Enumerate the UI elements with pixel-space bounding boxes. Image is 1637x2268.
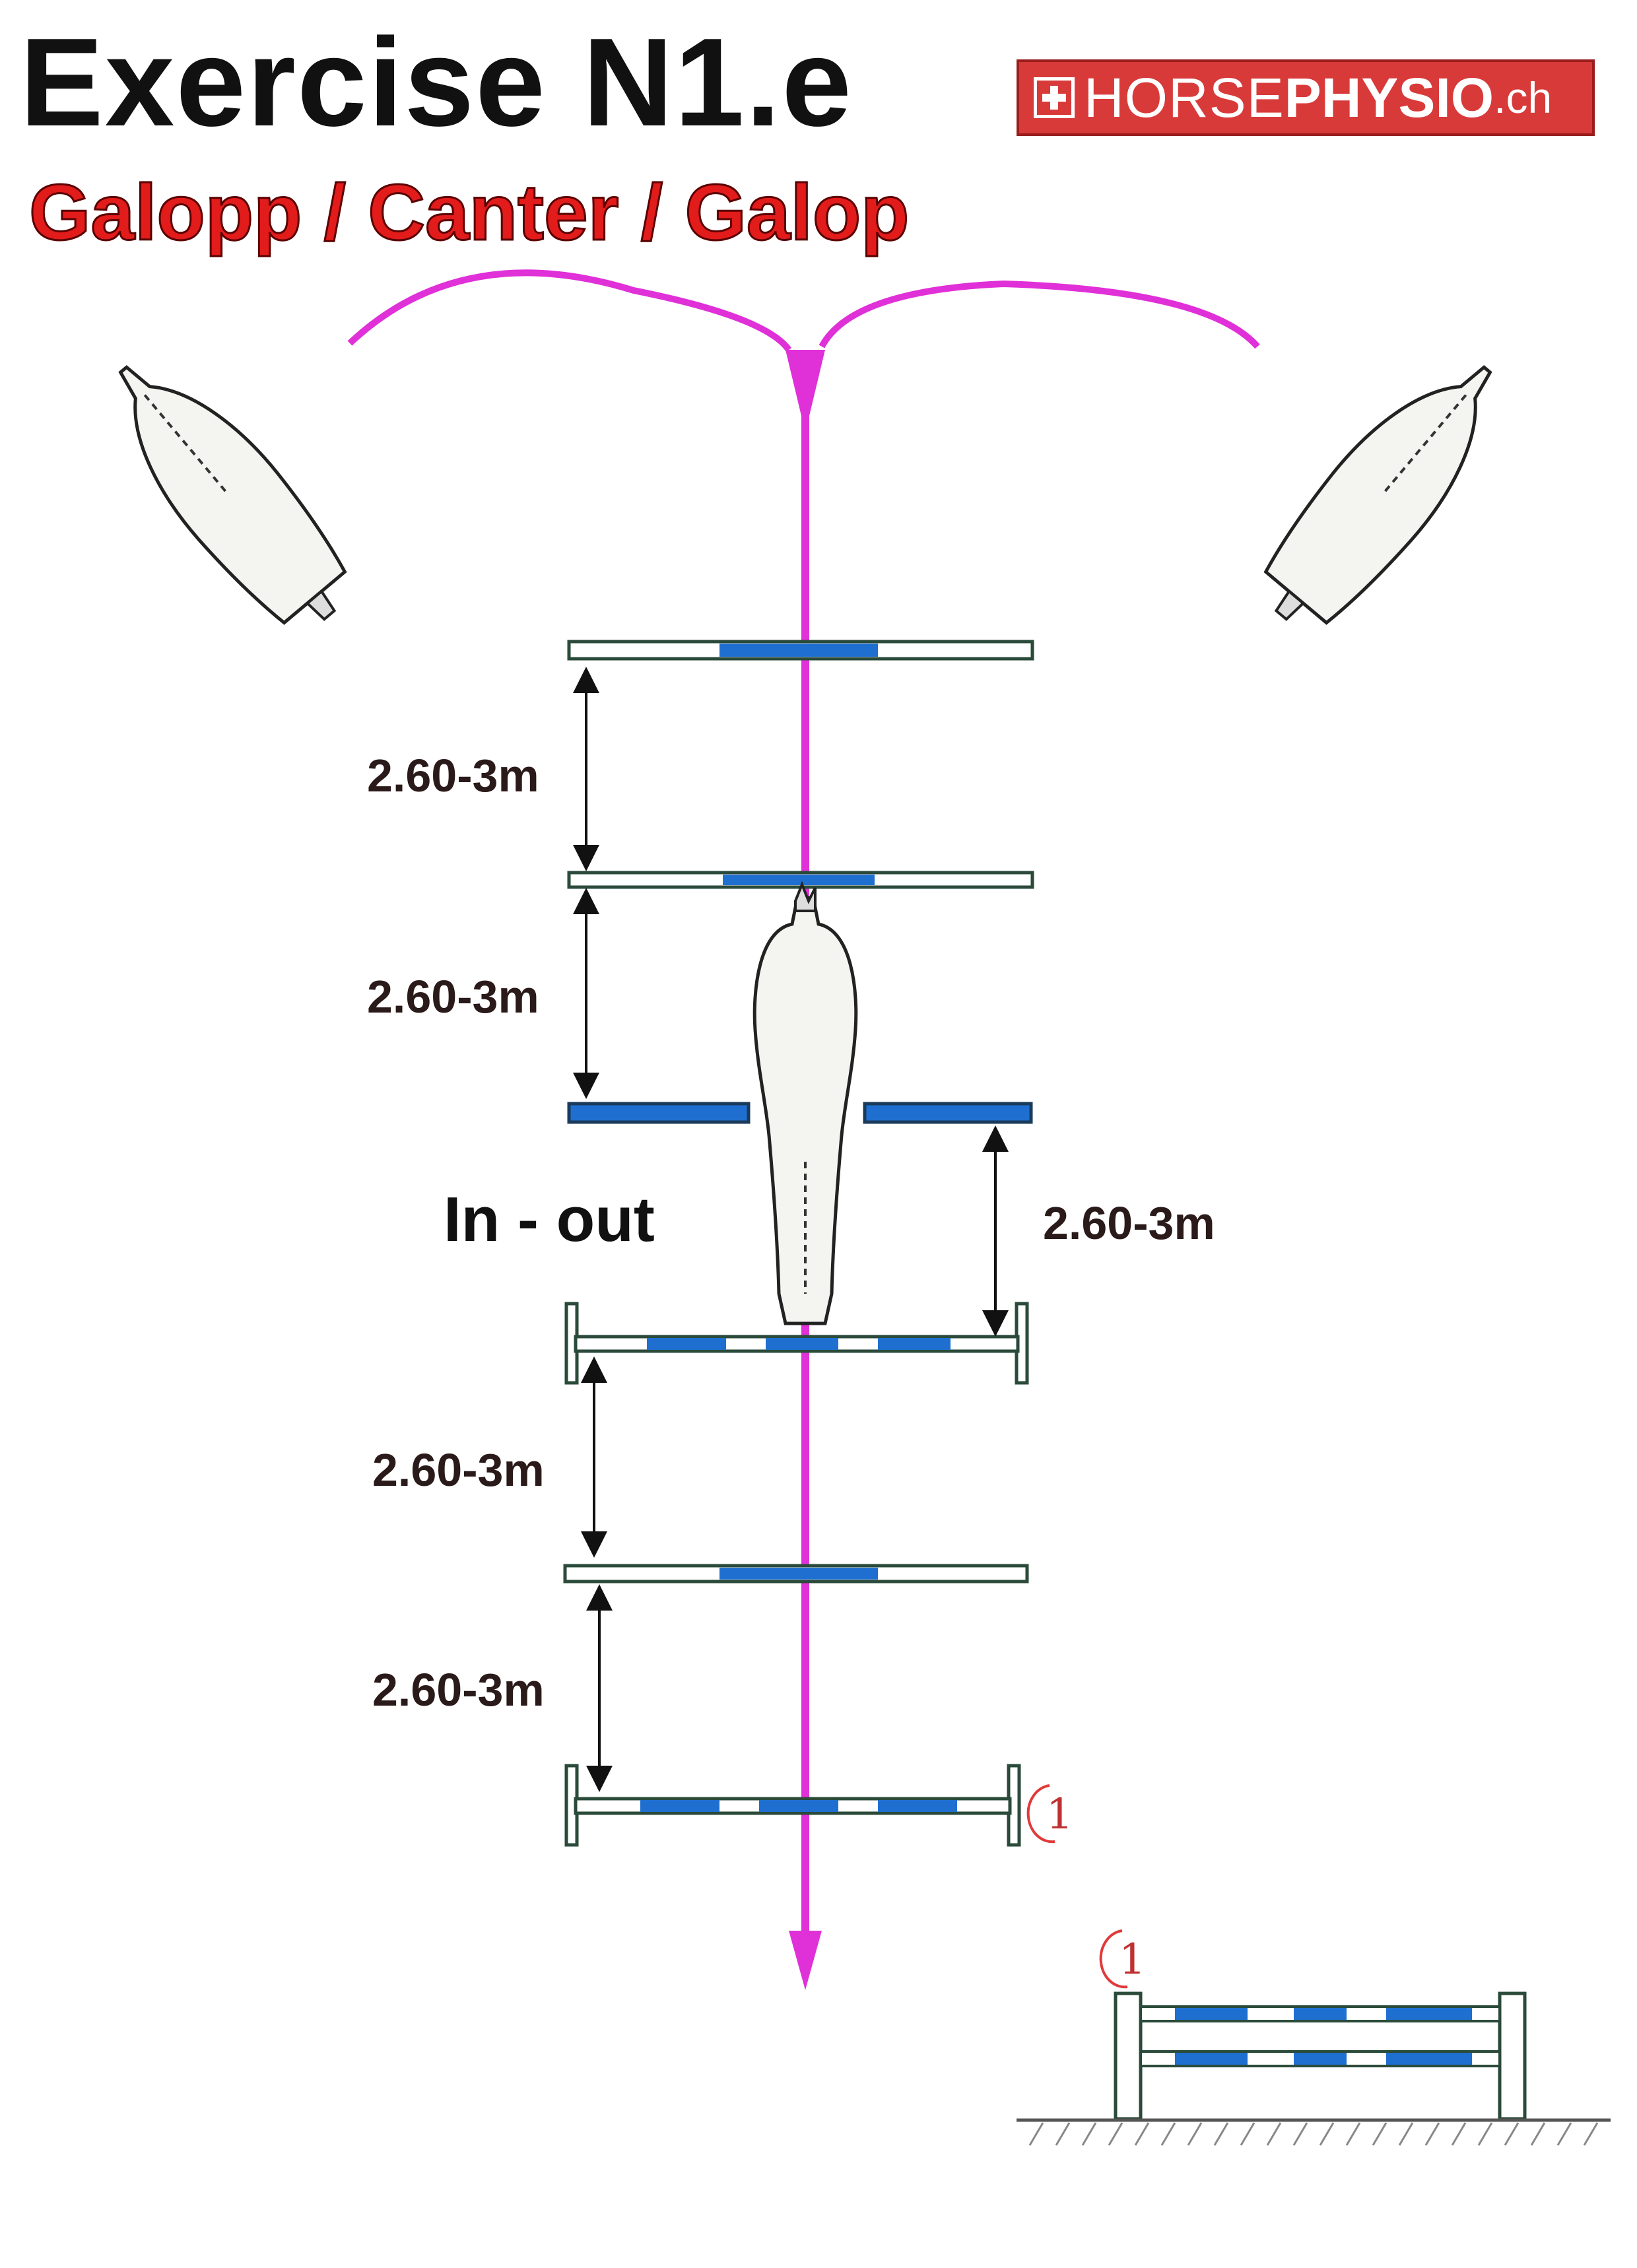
distance-label-2: 2.60-3m <box>367 971 539 1022</box>
logo-word-physio: PHYSIO <box>1284 66 1494 129</box>
distance-label-3: 2.60-3m <box>1043 1197 1215 1249</box>
jump-number-text-1: 1 <box>1046 1790 1073 1839</box>
jump-number-marker-2: 1 <box>1099 1929 1146 1989</box>
distance-label-1: 2.60-3m <box>367 750 539 801</box>
page-title: Exercise N1.e <box>20 13 853 152</box>
horse-top-right-icon <box>1263 365 1492 625</box>
ground-pole-3-blue <box>567 1102 1033 1124</box>
ground-pole-1 <box>567 640 1034 661</box>
logo-word-horse: HORSE <box>1084 66 1285 129</box>
path-arrow-top <box>785 350 825 432</box>
distance-label-4: 2.60-3m <box>372 1444 545 1496</box>
jump-number-text-2: 1 <box>1119 1935 1146 1984</box>
distance-label-5: 2.60-3m <box>372 1664 545 1716</box>
cross-pole-6 <box>564 1764 1021 1847</box>
ground-pole-2 <box>567 871 1034 889</box>
ground-pole-5 <box>563 1564 1029 1584</box>
approach-curve-right <box>818 280 1260 349</box>
logo-word-ch: .ch <box>1494 73 1553 122</box>
side-view-jump <box>1017 1991 1611 2146</box>
horse-centre-icon <box>752 881 858 1325</box>
in-out-label: In - out <box>444 1184 655 1255</box>
horsephysio-logo: HORSE PHYSIO .ch <box>1017 59 1595 136</box>
distance-arrows <box>573 667 1009 1792</box>
horse-top-left-icon <box>118 365 347 625</box>
jump-number-marker-1: 1 <box>1026 1784 1073 1844</box>
path-arrow-bottom <box>789 1931 822 1990</box>
approach-curve-left <box>347 269 792 352</box>
swiss-cross-icon <box>1034 77 1075 118</box>
cross-pole-4 <box>564 1302 1029 1385</box>
gait-subtitle: Galopp / Canter / Galop <box>28 168 910 257</box>
